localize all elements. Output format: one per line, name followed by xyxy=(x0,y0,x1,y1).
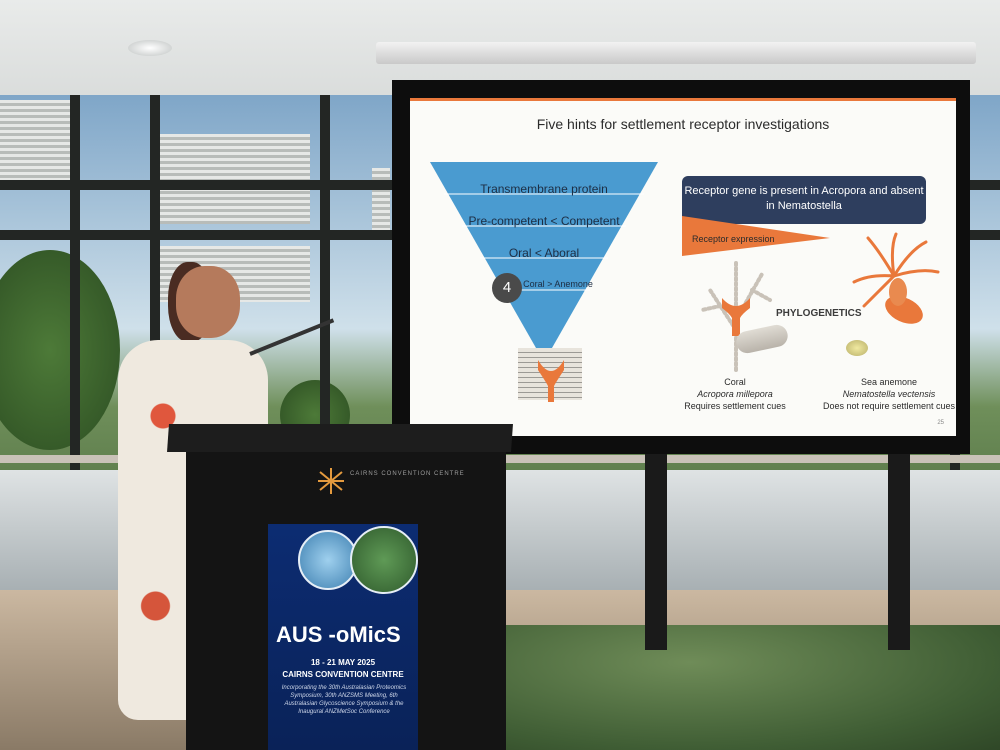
slide-title: Five hints for settlement receptor inves… xyxy=(536,116,830,132)
slide-number: 25 xyxy=(937,420,944,426)
banner-title: AUS -oMicS xyxy=(276,622,401,647)
coral-icon xyxy=(700,258,772,372)
coral-species: Acropora millepora xyxy=(697,389,773,399)
conference-banner: AUS -oMicS 18 - 21 MAY 2025 CAIRNS CONVE… xyxy=(268,524,418,750)
anemone-caption: Sea anemone Nematostella vectensis Does … xyxy=(814,376,956,412)
hint-4: Coral > Anemone xyxy=(523,279,593,289)
gene-presence-box: Receptor gene is present in Acropora and… xyxy=(682,176,926,224)
banner-photo-circle xyxy=(298,530,358,590)
hint-1: Transmembrane protein xyxy=(480,182,608,196)
phylogenetics-label: PHYLOGENETICS xyxy=(776,308,862,319)
anemone-larva-icon xyxy=(846,340,868,356)
window-frame xyxy=(70,95,80,615)
expression-label: Receptor expression xyxy=(692,234,775,244)
convention-centre-logo-icon xyxy=(318,468,344,494)
window-blind xyxy=(372,168,390,238)
hint-2: Pre-competent < Competent xyxy=(468,214,620,228)
anemone-common-name: Sea anemone xyxy=(860,377,918,387)
speaker-head xyxy=(176,266,240,338)
coral-caption: Coral Acropora millepora Requires settle… xyxy=(672,376,798,412)
slide-accent-bar xyxy=(410,98,956,101)
anemone-icon xyxy=(852,232,940,324)
presentation-slide: Five hints for settlement receptor inves… xyxy=(410,98,956,436)
hint-3: Oral < Aboral xyxy=(508,246,580,260)
hint-number-badge: 4 xyxy=(492,273,522,303)
window-blind xyxy=(160,134,310,224)
ceiling-light xyxy=(128,40,172,56)
anemone-note: Does not require settlement cues xyxy=(822,401,956,411)
window-blind xyxy=(0,100,80,180)
screen-leg xyxy=(888,450,910,650)
podium-logo-text: CAIRNS CONVENTION CENTRE xyxy=(350,471,465,477)
receptor-icon xyxy=(538,360,564,402)
coral-common-name: Coral xyxy=(724,377,746,387)
banner-photo-circle xyxy=(350,526,418,594)
screen-housing xyxy=(376,42,976,64)
screen-leg xyxy=(645,450,667,650)
anemone-species: Nematostella vectensis xyxy=(842,389,936,399)
banner-info: Incorporating the 30th Australasian Prot… xyxy=(281,685,407,715)
expression-arrow-icon xyxy=(682,216,830,256)
banner-dates: 18 - 21 MAY 2025 xyxy=(310,658,376,667)
banner-venue: CAIRNS CONVENTION CENTRE xyxy=(282,670,404,679)
coral-note: Requires settlement cues xyxy=(684,401,786,411)
window-frame xyxy=(320,95,330,615)
hints-funnel: Transmembrane protein Pre-competent < Co… xyxy=(430,162,658,362)
tree xyxy=(0,250,120,450)
podium-top xyxy=(167,424,513,452)
